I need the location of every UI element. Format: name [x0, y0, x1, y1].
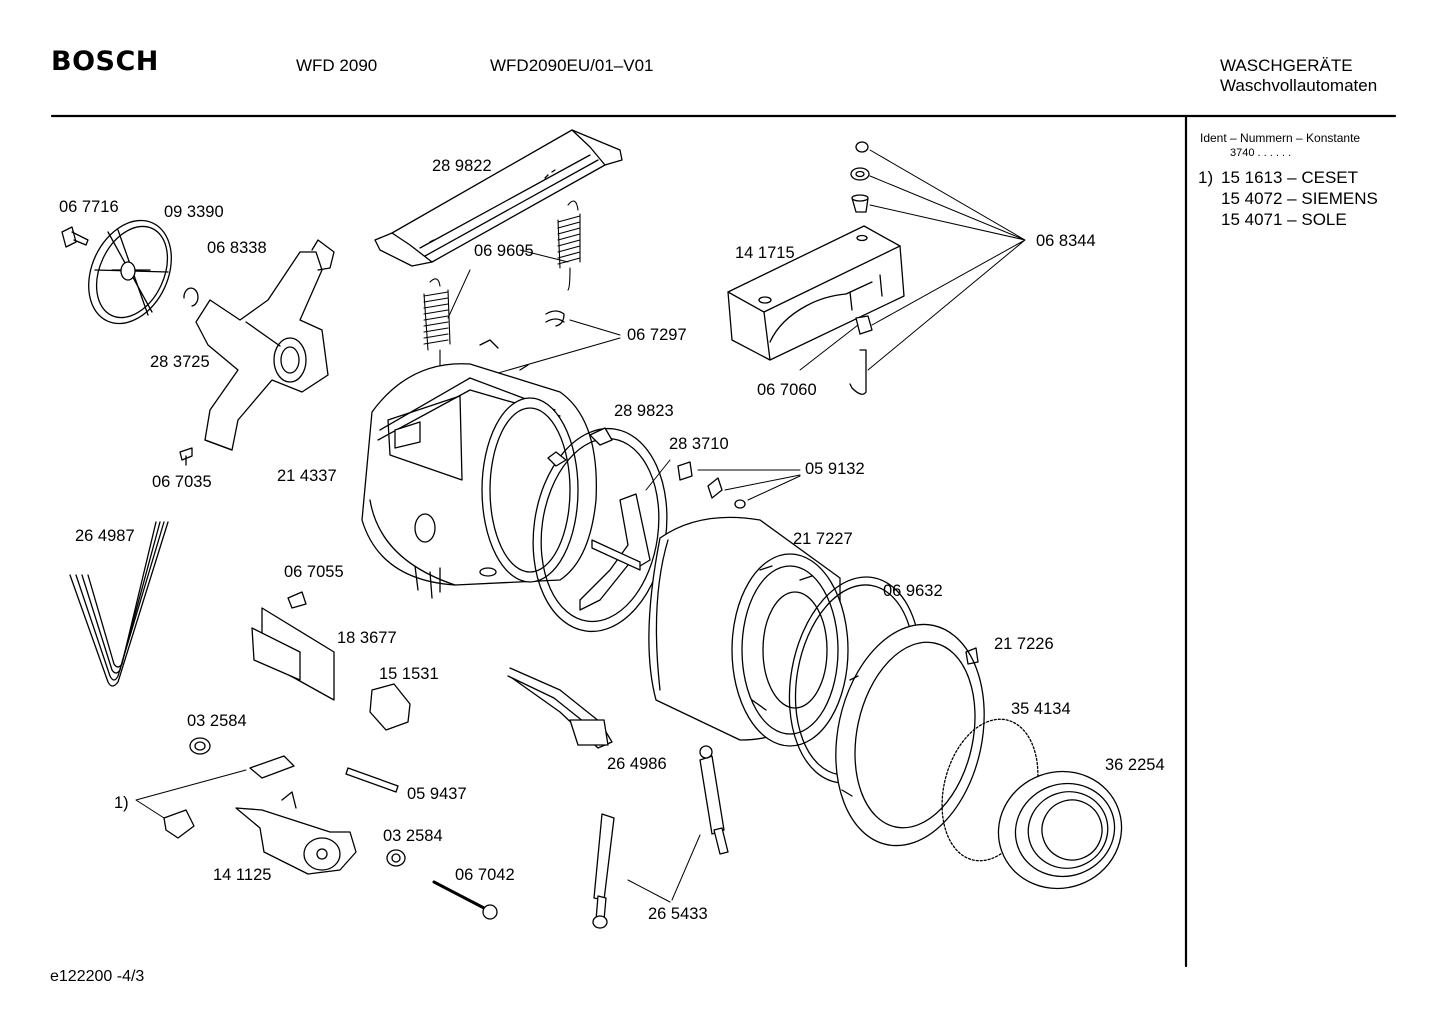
leader-069605 — [448, 270, 470, 318]
pump-141125 — [236, 792, 356, 874]
screw-067716 — [62, 227, 88, 247]
part-label-214337: 21 4337 — [277, 467, 337, 485]
part-label-067297: 06 7297 — [627, 326, 687, 344]
part-label-183677: 18 3677 — [337, 629, 397, 647]
part-label-265433: 26 5433 — [648, 905, 708, 923]
hook-067297a — [546, 311, 564, 326]
part-label-067055: 06 7055 — [284, 563, 344, 581]
part-label-354134: 35 4134 — [1011, 700, 1071, 718]
shock-absorber-265433 — [593, 746, 728, 928]
leader-069605b — [520, 250, 568, 262]
leader-068344 — [868, 150, 1025, 370]
part-label-362254: 36 2254 — [1105, 756, 1165, 774]
part-label-283725: 28 3725 — [150, 353, 210, 371]
sensor-ceset — [164, 756, 294, 838]
ident-entry: 15 1613 – CESET — [1221, 168, 1359, 187]
bracket-283710 — [580, 494, 650, 610]
part-label-217227: 21 7227 — [793, 530, 853, 548]
cap-032584b — [387, 850, 405, 866]
leader-059132 — [698, 470, 800, 500]
clip-068338 — [184, 288, 198, 306]
part-label-264986: 26 4986 — [607, 755, 667, 773]
heater-264986 — [508, 668, 612, 748]
ident-title: Ident – Nummern – Konstante — [1200, 131, 1361, 145]
counterweight-141715 — [728, 226, 904, 360]
clamp-ring-289823 — [520, 420, 679, 640]
part-label-059132: 05 9132 — [805, 460, 865, 478]
part-label-067060: 06 7060 — [757, 381, 817, 399]
nut-set-068344 — [850, 142, 872, 394]
top-bracket-289822 — [375, 130, 622, 266]
strip-059437 — [346, 768, 398, 792]
ident-constant: 3740 . . . . . . — [1230, 147, 1292, 159]
category-title: WASCHGERÄTE — [1220, 56, 1353, 75]
part-label-067716: 06 7716 — [59, 198, 119, 216]
footnote-marker: 1) — [1198, 168, 1214, 187]
variant-number: WFD2090EU/01–V01 — [490, 56, 654, 75]
part-label-059437: 05 9437 — [407, 785, 467, 803]
screw-067035 — [180, 448, 192, 465]
leader-283710 — [646, 460, 670, 490]
screw-067055 — [288, 592, 306, 608]
part-label-068344: 06 8344 — [1036, 232, 1096, 250]
part-label-093390: 09 3390 — [164, 203, 224, 221]
brand-logo: BOSCH — [51, 46, 159, 77]
spring-069605 — [424, 201, 580, 366]
leader-067060 — [800, 325, 858, 370]
drawing-code: e122200 -4/3 — [50, 968, 145, 985]
part-label-151531: 15 1531 — [379, 665, 439, 683]
pulley-093390 — [73, 207, 188, 337]
part-label-289823: 28 9823 — [614, 402, 674, 420]
part-label-069605: 06 9605 — [474, 242, 534, 260]
tub-rear-214337 — [362, 340, 596, 598]
part-label-032584a: 03 2584 — [187, 712, 247, 730]
part-label-032584b: 03 2584 — [383, 827, 443, 845]
leader-note1 — [136, 770, 246, 818]
cap-032584a — [190, 738, 210, 754]
part-label-141715: 14 1715 — [735, 244, 795, 262]
screw-set-059132 — [678, 462, 745, 508]
ident-entry: 15 4072 – SIEMENS — [1221, 189, 1378, 208]
front-ring-217226 — [816, 610, 1003, 859]
part-label-289822: 28 9822 — [432, 157, 492, 175]
part-label-note1: 1) — [114, 794, 129, 812]
drum-217227 — [649, 517, 848, 746]
subcategory-title: Waschvollautomaten — [1220, 76, 1378, 95]
part-label-217226: 21 7226 — [994, 635, 1054, 653]
bolt-067042 — [434, 882, 497, 919]
part-label-067042: 06 7042 — [455, 866, 515, 884]
part-label-069632: 06 9632 — [883, 582, 943, 600]
part-label-141125: 14 1125 — [213, 866, 272, 884]
part-label-283710: 28 3710 — [669, 435, 729, 453]
clip-151531 — [370, 684, 410, 730]
drum-spider-283725 — [196, 240, 334, 450]
model-number: WFD 2090 — [296, 56, 378, 75]
part-label-264987: 26 4987 — [75, 527, 135, 545]
drive-belt-264987 — [70, 522, 168, 686]
leader-265433 — [628, 835, 700, 902]
part-label-067035: 06 7035 — [152, 473, 212, 491]
module-183677 — [252, 608, 334, 700]
part-label-068338: 06 8338 — [207, 239, 267, 257]
door-seal-362254 — [982, 754, 1138, 905]
ident-entry: 15 4071 – SOLE — [1221, 210, 1347, 229]
